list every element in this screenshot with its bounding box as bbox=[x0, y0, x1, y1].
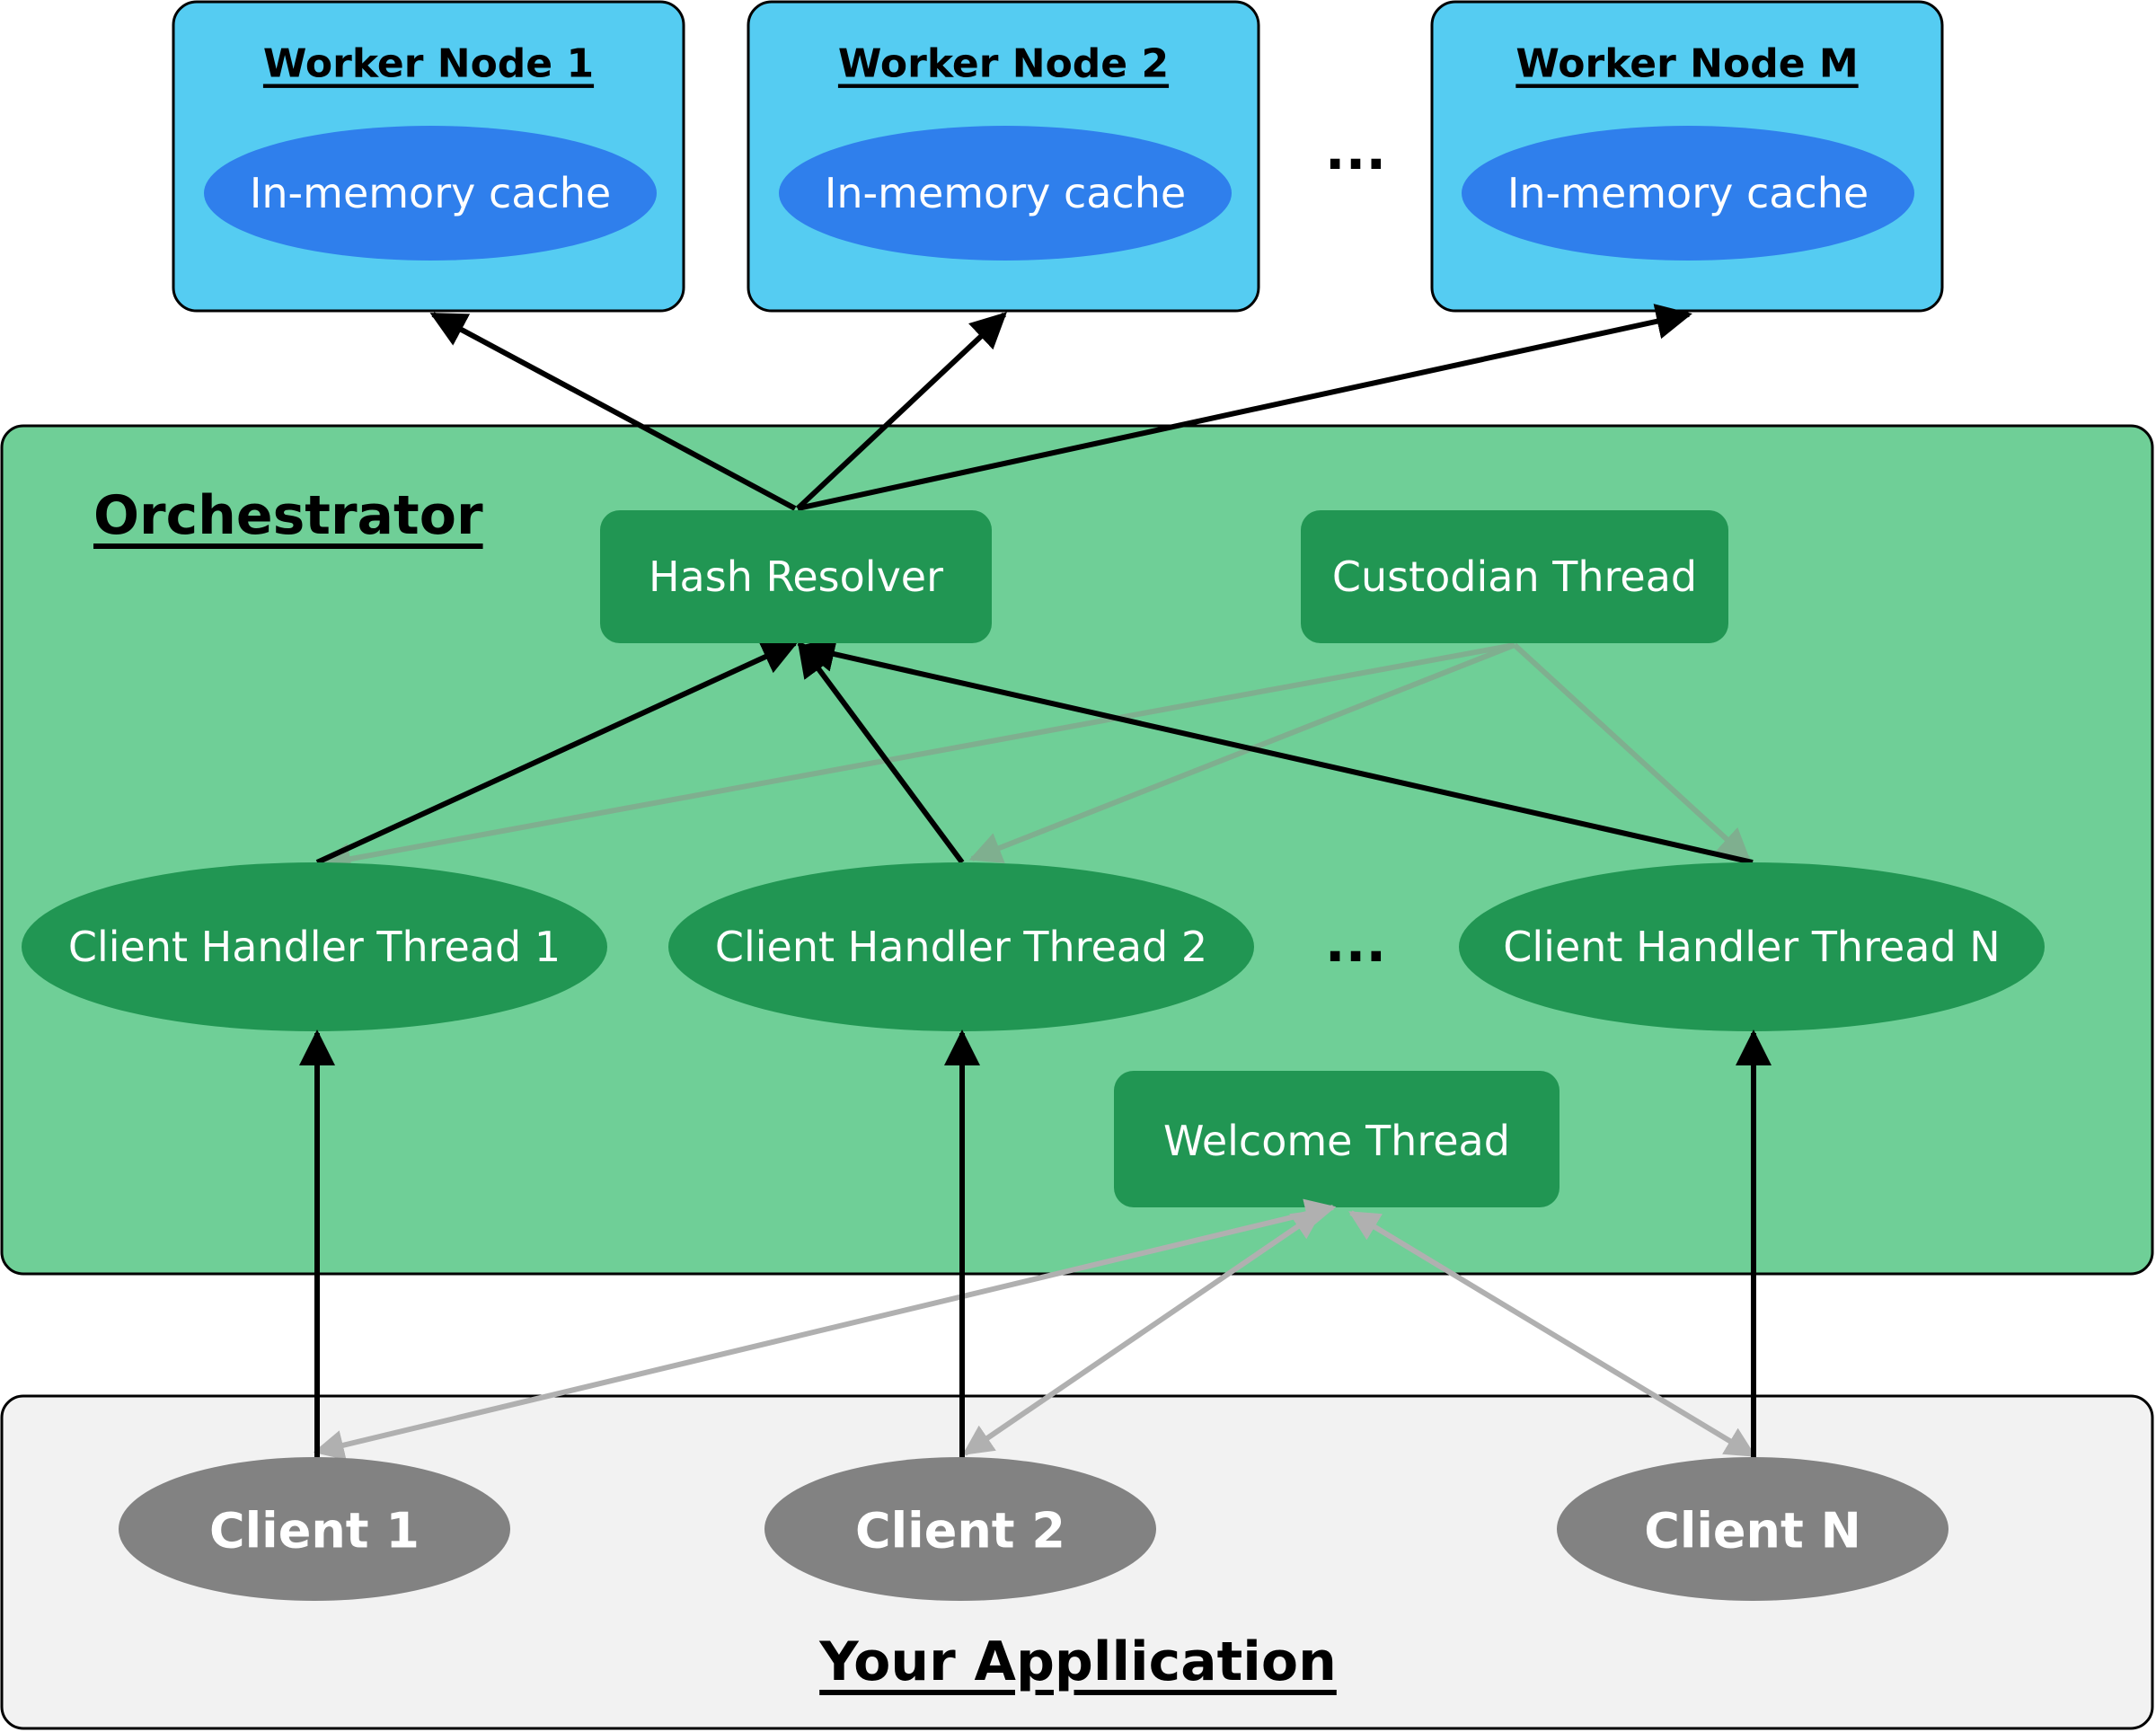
custodian-thread: Custodian Thread bbox=[1301, 510, 1728, 643]
orchestrator-container bbox=[0, 424, 2154, 1276]
arrow-custodian-to-handler-2 bbox=[968, 642, 1516, 863]
arrow-resolver-to-worker-2 bbox=[795, 312, 1007, 511]
handler-label: Client Handler Thread N bbox=[1503, 923, 2000, 971]
hash-resolver-label: Hash Resolver bbox=[649, 552, 943, 601]
client-label: Client N bbox=[1644, 1503, 1861, 1560]
arrow-welcome-client-2 bbox=[962, 1208, 1323, 1456]
worker-node-2: Worker Node 2 In-memory cache bbox=[747, 0, 1260, 313]
worker-node-1: Worker Node 1 In-memory cache bbox=[172, 0, 685, 313]
cache-ellipse bbox=[779, 126, 1232, 261]
arrow-custodian-to-handler-1 bbox=[318, 642, 1515, 875]
arrow-handler-n-to-resolver bbox=[799, 636, 1754, 865]
resolver-to-worker-arrows bbox=[429, 304, 1692, 511]
worker-node-title: Worker Node 2 bbox=[838, 41, 1169, 87]
custodian-thread-label: Custodian Thread bbox=[1332, 552, 1697, 601]
arrow-handler-1-to-resolver bbox=[315, 640, 799, 865]
orchestrator-title: Orchestrator bbox=[93, 484, 483, 547]
handler-label: Client Handler Thread 1 bbox=[68, 923, 561, 971]
welcome-thread-label: Welcome Thread bbox=[1163, 1117, 1510, 1165]
worker-node-title: Worker Node M bbox=[1515, 41, 1858, 87]
arrow-resolver-to-worker-1 bbox=[429, 312, 797, 511]
worker-node-m: Worker Node M In-memory cache bbox=[1430, 0, 1944, 313]
cache-label: In-memory cache bbox=[825, 169, 1186, 217]
handler-ellipsis: ... bbox=[1325, 912, 1386, 975]
application-title: Your Appllication bbox=[818, 1630, 1337, 1693]
arrow-welcome-client-n bbox=[1348, 1210, 1756, 1458]
cache-ellipse bbox=[204, 126, 657, 261]
cache-label: In-memory cache bbox=[250, 169, 611, 217]
client-handler-thread-2: Client Handler Thread 2 bbox=[668, 862, 1254, 1031]
client-n: Client N bbox=[1557, 1457, 1948, 1601]
cache-ellipse bbox=[1462, 126, 1914, 261]
client-2: Client 2 bbox=[764, 1457, 1156, 1601]
arrow-resolver-to-worker-m bbox=[797, 304, 1692, 511]
worker-ellipsis: ... bbox=[1325, 119, 1386, 182]
client-to-handler-arrows bbox=[299, 1029, 1772, 1459]
hash-resolver: Hash Resolver bbox=[600, 510, 992, 643]
worker-node-title: Worker Node 1 bbox=[263, 41, 594, 87]
arrow-custodian-to-handler-n bbox=[1512, 642, 1751, 862]
client-label: Client 1 bbox=[209, 1503, 420, 1560]
handler-label: Client Handler Thread 2 bbox=[715, 923, 1207, 971]
welcome-arrows bbox=[313, 1198, 1756, 1461]
custodian-arrows bbox=[318, 642, 1751, 875]
client-handler-thread-n: Client Handler Thread N bbox=[1459, 862, 2045, 1031]
client-label: Client 2 bbox=[855, 1503, 1065, 1560]
client-handler-thread-1: Client Handler Thread 1 bbox=[22, 862, 607, 1031]
client-1: Client 1 bbox=[119, 1457, 510, 1601]
handler-to-resolver-arrows bbox=[315, 636, 1754, 865]
welcome-thread: Welcome Thread bbox=[1114, 1071, 1560, 1207]
arrow-handler-2-to-resolver bbox=[797, 640, 965, 864]
cache-label: In-memory cache bbox=[1507, 169, 1869, 217]
